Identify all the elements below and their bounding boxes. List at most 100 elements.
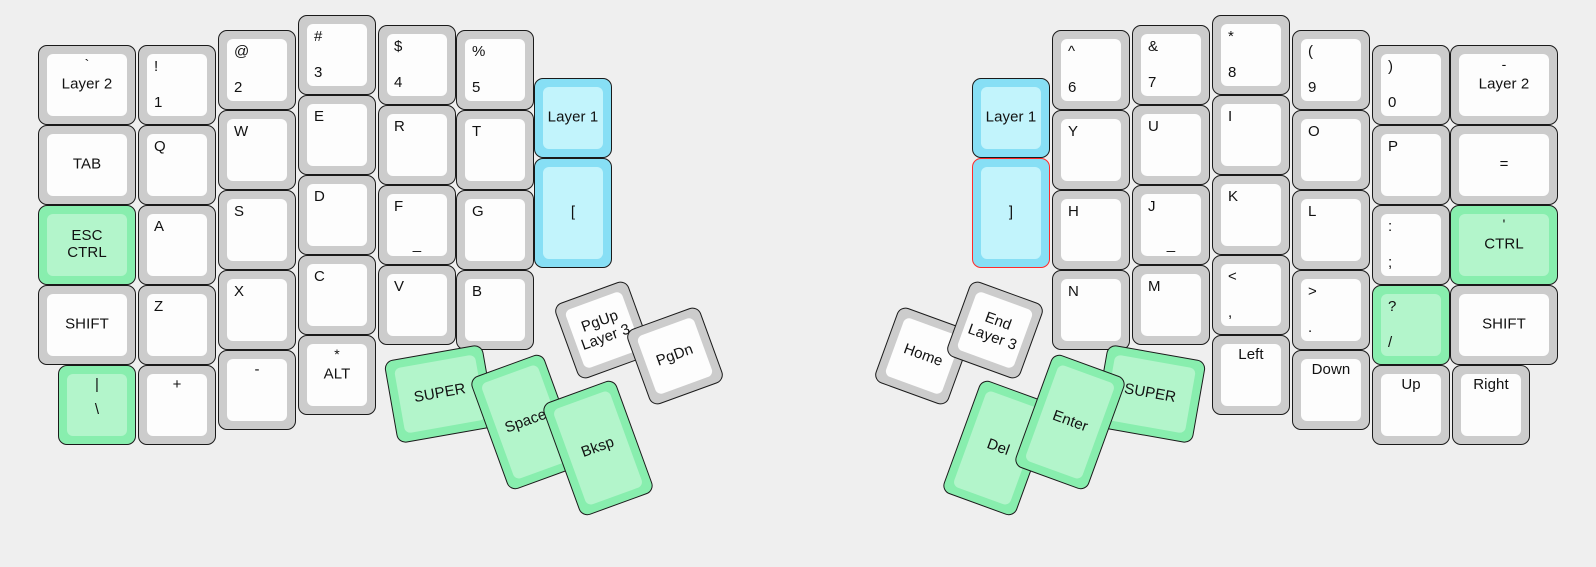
key-label: CTRL	[1484, 235, 1524, 253]
key-layer2-minus-right[interactable]: -Layer 2	[1450, 45, 1558, 125]
key-label: (	[1308, 43, 1314, 60]
key-layer2-grave[interactable]: `Layer 2	[38, 45, 136, 125]
key-ctrl-quote[interactable]: 'CTRL	[1450, 205, 1558, 285]
key-label: R	[394, 118, 405, 135]
key-7-amp[interactable]: &7	[1132, 25, 1210, 105]
key-label: F	[394, 198, 404, 215]
key-cap: G	[465, 199, 525, 261]
key-q[interactable]: Q	[138, 125, 216, 205]
key-pipe-backslash[interactable]: |\	[58, 365, 136, 445]
key-j[interactable]: J_	[1132, 185, 1210, 265]
key-cap: Layer 1	[981, 87, 1041, 149]
key-label: _	[412, 236, 422, 254]
key-period[interactable]: >.	[1292, 270, 1370, 350]
key-semicolon[interactable]: :;	[1372, 205, 1450, 285]
key-shift-left[interactable]: SHIFT	[38, 285, 136, 365]
key-y[interactable]: Y	[1052, 110, 1130, 190]
key-cap: ?/	[1381, 294, 1441, 356]
key-cap: N	[1061, 279, 1121, 341]
key-w[interactable]: W	[218, 110, 296, 190]
key-tab[interactable]: TAB	[38, 125, 136, 205]
key-label: -	[1501, 56, 1507, 72]
key-i[interactable]: I	[1212, 95, 1290, 175]
key-b[interactable]: B	[456, 270, 534, 350]
key-minus[interactable]: -	[218, 350, 296, 430]
key-label: P	[1388, 138, 1399, 155]
key-cap: <,	[1221, 264, 1281, 326]
key-d[interactable]: D	[298, 175, 376, 255]
key-u[interactable]: U	[1132, 105, 1210, 185]
key-2-at[interactable]: @2	[218, 30, 296, 110]
key-r[interactable]: R	[378, 105, 456, 185]
key-t[interactable]: T	[456, 110, 534, 190]
key-left[interactable]: Left	[1212, 335, 1290, 415]
key-label: <	[1228, 268, 1237, 285]
key-cap: SHIFT	[47, 294, 127, 356]
key-1-exclaim[interactable]: !1	[138, 45, 216, 125]
key-5-percent[interactable]: %5	[456, 30, 534, 110]
key-m[interactable]: M	[1132, 265, 1210, 345]
key-slash[interactable]: ?/	[1372, 285, 1450, 365]
key-label: [	[570, 203, 576, 221]
key-l[interactable]: L	[1292, 190, 1370, 270]
key-p[interactable]: P	[1372, 125, 1450, 205]
key-z[interactable]: Z	[138, 285, 216, 365]
key-shift-right[interactable]: SHIFT	[1450, 285, 1558, 365]
key-bksp[interactable]: Bksp	[540, 378, 656, 518]
key-4-dollar[interactable]: $4	[378, 25, 456, 105]
key-cap: >.	[1301, 279, 1361, 341]
key-h[interactable]: H	[1052, 190, 1130, 270]
key-cap: B	[465, 279, 525, 341]
key-right[interactable]: Right	[1452, 365, 1530, 445]
key-enter[interactable]: Enter	[1012, 352, 1128, 492]
key-layer1-left[interactable]: Layer 1	[534, 78, 612, 158]
key-f[interactable]: F_	[378, 185, 456, 265]
key-6-caret[interactable]: ^6	[1052, 30, 1130, 110]
key-layer1-right[interactable]: Layer 1	[972, 78, 1050, 158]
key-k[interactable]: K	[1212, 175, 1290, 255]
key-label: `	[84, 56, 90, 72]
key-cap: *8	[1221, 24, 1281, 86]
key-bracket-left[interactable]: [	[534, 158, 612, 268]
key-label: T	[472, 123, 482, 140]
key-equals[interactable]: =	[1450, 125, 1558, 205]
key-8-star[interactable]: *8	[1212, 15, 1290, 95]
key-up[interactable]: Up	[1372, 365, 1450, 445]
key-down[interactable]: Down	[1292, 350, 1370, 430]
key-label: ALT	[323, 365, 351, 383]
key-cap: Y	[1061, 119, 1121, 181]
key-cap: D	[307, 184, 367, 246]
key-c[interactable]: C	[298, 255, 376, 335]
key-e[interactable]: E	[298, 95, 376, 175]
key-n[interactable]: N	[1052, 270, 1130, 350]
key-label: V	[394, 278, 405, 295]
key-esc-ctrl[interactable]: ESC CTRL	[38, 205, 136, 285]
key-a[interactable]: A	[138, 205, 216, 285]
key-cap: W	[227, 119, 287, 181]
key-cap: -	[227, 359, 287, 421]
key-0-paren[interactable]: )0	[1372, 45, 1450, 125]
key-label: 7	[1148, 74, 1157, 92]
key-cap: SHIFT	[1459, 294, 1549, 356]
key-comma[interactable]: <,	[1212, 255, 1290, 335]
key-o[interactable]: O	[1292, 110, 1370, 190]
key-s[interactable]: S	[218, 190, 296, 270]
key-alt[interactable]: *ALT	[298, 335, 376, 415]
key-label: !	[154, 58, 159, 75]
key-g[interactable]: G	[456, 190, 534, 270]
key-cap: PgDn	[636, 316, 714, 396]
key-label: Right	[1473, 376, 1509, 393]
key-v[interactable]: V	[378, 265, 456, 345]
key-plus[interactable]: +	[138, 365, 216, 445]
key-cap: X	[227, 279, 287, 341]
key-bracket-right[interactable]: ]	[972, 158, 1050, 268]
key-cap: Layer 1	[543, 87, 603, 149]
key-x[interactable]: X	[218, 270, 296, 350]
key-cap: E	[307, 104, 367, 166]
key-label: SHIFT	[1482, 315, 1526, 333]
key-3-hash[interactable]: #3	[298, 15, 376, 95]
key-cap: Down	[1301, 359, 1361, 421]
key-label: ESC CTRL	[67, 227, 107, 261]
key-label: B	[472, 283, 483, 300]
key-9-paren[interactable]: (9	[1292, 30, 1370, 110]
